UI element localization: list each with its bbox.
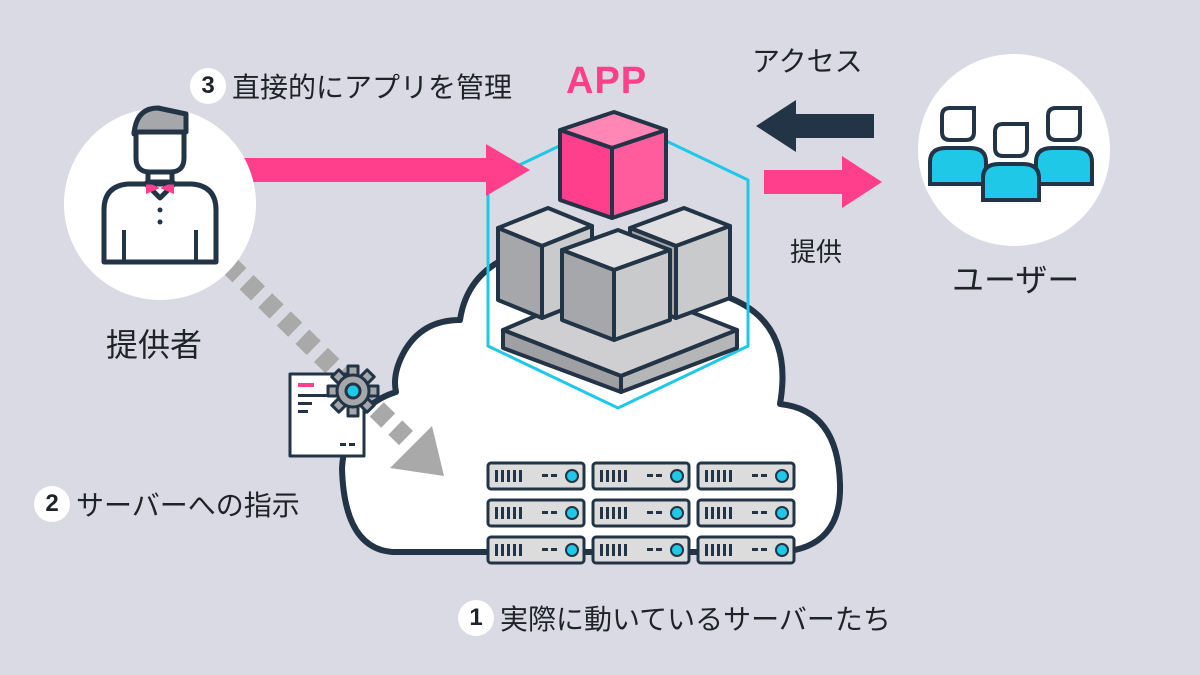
server-rack-icon: [486, 461, 796, 565]
step-2: 2 サーバーへの指示: [34, 484, 300, 524]
access-arrow: [756, 100, 874, 152]
container-cube-front: [560, 228, 672, 342]
gear-icon: [326, 364, 380, 418]
provider-label: 提供者: [106, 326, 203, 364]
step-3-number: 3: [190, 68, 226, 104]
app-cube-icon: [558, 110, 668, 220]
provide-label: 提供: [790, 238, 843, 268]
step-3: 3 直接的にアプリを管理: [190, 66, 512, 106]
users-label: ユーザー: [952, 261, 1080, 299]
step-2-number: 2: [34, 486, 70, 522]
provide-arrow: [764, 156, 882, 208]
instruction-arrow: [221, 256, 444, 476]
access-label: アクセス: [752, 45, 863, 78]
step-1-number: 1: [458, 600, 494, 636]
step-1-label: 実際に動いているサーバーたち: [500, 603, 891, 636]
step-1: 1 実際に動いているサーバーたち: [458, 598, 891, 638]
manage-arrow: [244, 144, 530, 196]
config-document-icon: [288, 364, 380, 458]
step-3-label: 直接的にアプリを管理: [232, 71, 513, 104]
app-label: APP: [566, 60, 648, 102]
step-2-label: サーバーへの指示: [76, 489, 300, 522]
person-icon: [101, 105, 219, 265]
